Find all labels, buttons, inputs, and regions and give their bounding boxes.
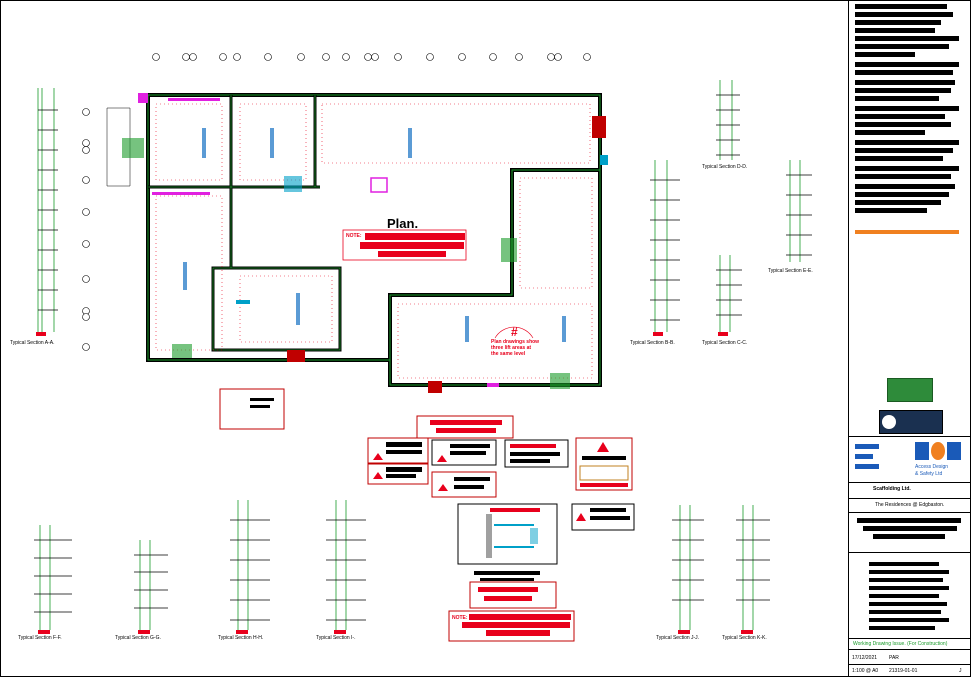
caption-section-hh: Typical Section H-H. <box>218 635 264 641</box>
hash-mark: # <box>511 325 518 339</box>
client-logo <box>855 444 881 472</box>
drawing-scale: 1:100 @ A0 <box>852 668 879 674</box>
caption-section-ff: Typical Section F-F. <box>18 635 62 641</box>
issue-date: 17/12/2021 <box>852 655 878 661</box>
drawing-area: Plan. NOTE: # Plan drawings show three l… <box>34 53 812 642</box>
caption-section-kk: Typical Section K-K. <box>722 635 767 641</box>
caption-section-gg: Typical Section G-G. <box>115 635 161 641</box>
caption-section-ii: Typical Section I-. <box>316 635 356 641</box>
caption-section-cc: Typical Section C-C. <box>702 340 748 346</box>
caption-section-jj: Typical Section J-J. <box>656 635 700 641</box>
plan-note-label: NOTE: <box>346 233 362 239</box>
caption-section-ee: Typical Section E-E. <box>768 268 813 274</box>
floor-note-line-1: Plan drawings show <box>491 339 539 345</box>
caption-section-bb: Typical Section B-B. <box>630 340 675 346</box>
caption-section-dd: Typical Section D-D. <box>702 164 748 170</box>
section-elevations <box>34 80 812 630</box>
section-bases <box>36 332 753 634</box>
floor-note: Plan drawings show three lift areas at t… <box>491 339 540 357</box>
floor-note-line-2: three lift areas at <box>491 345 531 351</box>
ads-name-line-1: Access Design <box>915 464 949 470</box>
project-name: The Residences @ Edgbaston. <box>875 502 945 508</box>
drawn-by: PAR <box>889 655 899 661</box>
company-name: Scaffolding Ltd. <box>873 486 911 492</box>
caption-section-aa: Typical Section A-A. <box>10 340 55 346</box>
bottom-note-label: NOTE: <box>452 615 468 621</box>
plan-title: Plan. <box>387 216 418 231</box>
orange-divider <box>855 230 959 234</box>
revision-letter: J <box>959 668 962 674</box>
floor-note-line-3: the same level <box>491 351 526 357</box>
warning-notes <box>219 388 635 642</box>
accreditation-logo <box>879 410 943 434</box>
lift-markers <box>183 128 566 342</box>
access-points <box>122 93 608 393</box>
title-block: Access Design & Safety Ltd Scaffolding L… <box>848 0 971 676</box>
nasc-logo <box>887 378 933 402</box>
ads-name-line-2: & Safety Ltd <box>915 471 943 477</box>
ads-logo <box>915 442 961 462</box>
grid-bubbles-top <box>152 53 591 61</box>
grid-bubbles-left <box>82 108 90 351</box>
drawing-number: 21319-01-01 <box>889 668 918 674</box>
issue-status: Working Drawing Issue. (For Construction… <box>853 641 948 647</box>
